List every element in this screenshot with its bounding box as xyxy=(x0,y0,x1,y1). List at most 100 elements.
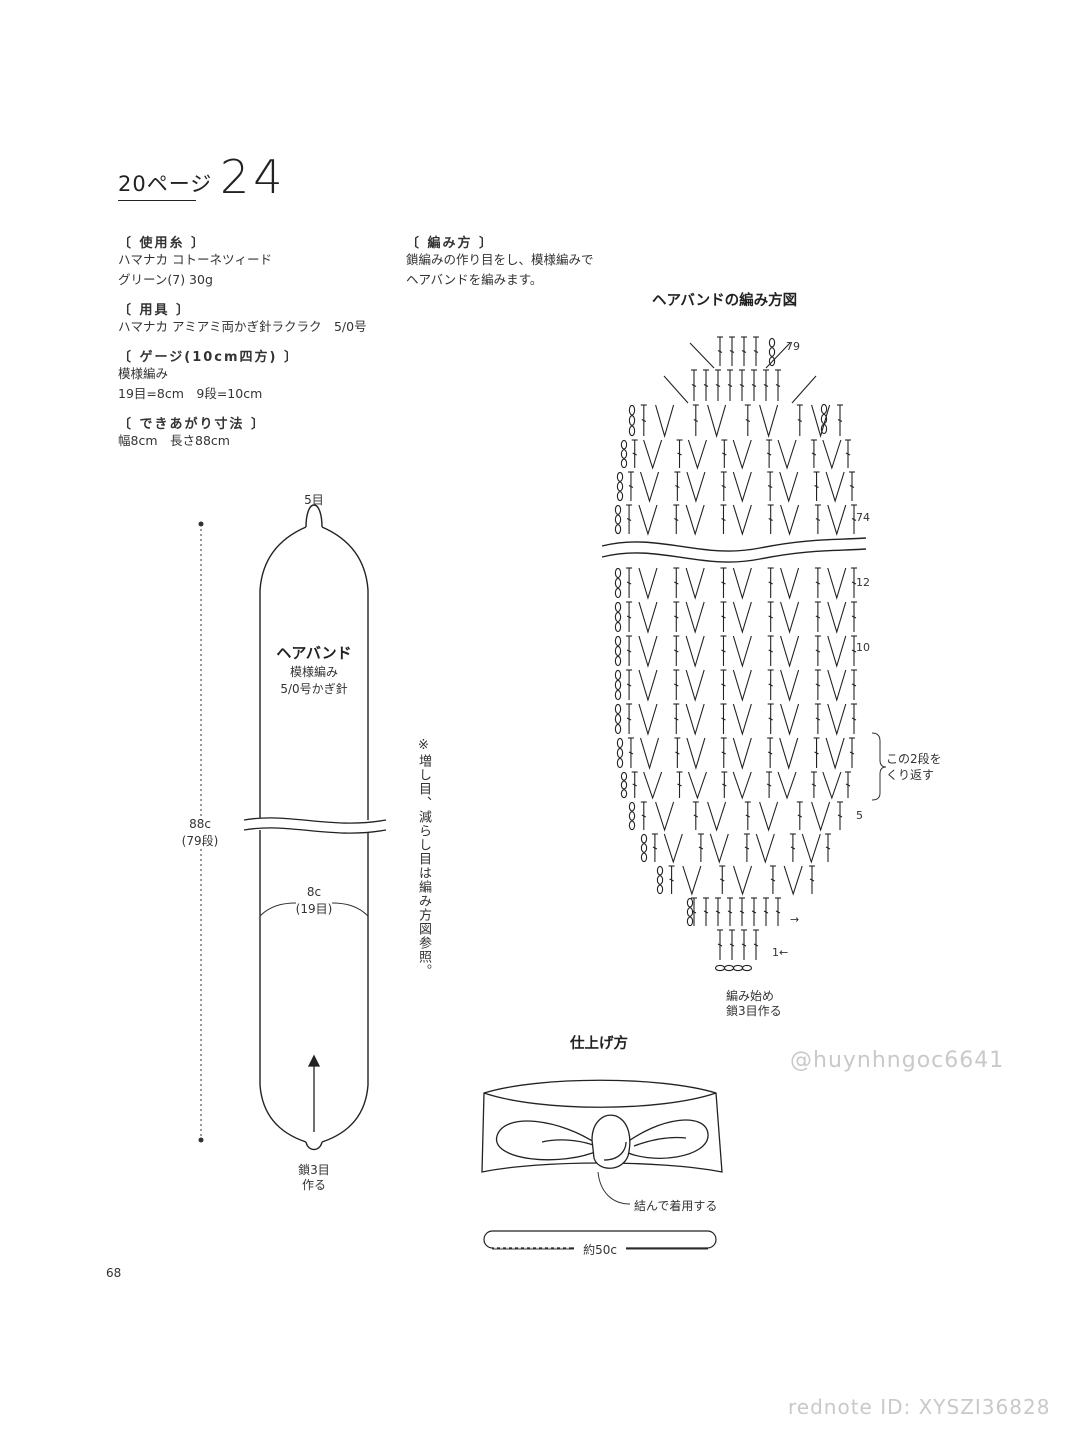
dc-stitch-bar xyxy=(677,783,682,787)
v-stitch xyxy=(685,703,705,736)
dc-stitch-bar xyxy=(845,452,851,456)
page-reference: 20ページ xyxy=(118,172,213,196)
v-stitch xyxy=(707,404,727,438)
dc-stitch-bar xyxy=(815,683,821,687)
flat-length-label: 約50c xyxy=(574,1241,626,1258)
dc-stitch-bar xyxy=(768,683,773,687)
dc-stitch-bar xyxy=(721,485,727,488)
width-stitches: (19目) xyxy=(295,902,333,916)
v-stitch xyxy=(780,703,800,736)
v-stitch xyxy=(780,601,800,634)
chain-stitch xyxy=(620,771,628,781)
dc-stitch-bar xyxy=(766,452,772,456)
foundation-chain xyxy=(732,964,744,972)
dc-stitch-bar xyxy=(727,384,733,387)
v-stitch xyxy=(643,771,663,800)
dc-stitch-bar xyxy=(811,452,817,456)
chain-stitch xyxy=(628,415,636,426)
chain-stitch xyxy=(616,737,624,749)
v-stitch xyxy=(780,504,800,536)
repeat-note-1: この2段を xyxy=(886,752,942,766)
chain-stitch xyxy=(614,655,622,667)
v-stitch xyxy=(638,504,658,536)
v-stitch xyxy=(780,669,800,702)
v-stitch xyxy=(732,601,752,634)
chart-title: ヘアバンドの編み方図 xyxy=(652,293,798,309)
dc-stitch-bar xyxy=(766,783,772,787)
chain-stitch xyxy=(628,811,636,821)
v-stitch xyxy=(643,439,663,470)
yarn-heading: 〔 使用糸 〕 xyxy=(118,236,207,251)
chain-stitch xyxy=(768,337,776,348)
chain-stitch xyxy=(616,491,624,502)
v-stitch xyxy=(732,635,752,668)
dc-stitch-bar xyxy=(775,384,781,387)
v-stitch xyxy=(822,439,842,470)
dc-stitch-bar xyxy=(721,649,726,653)
tie-leader-line xyxy=(597,1171,631,1205)
dimension-dot-top xyxy=(198,521,204,527)
dc-stitch-bar xyxy=(674,615,679,619)
row-label-12: 12 xyxy=(856,576,870,589)
v-stitch xyxy=(639,737,660,770)
dc-stitch-bar xyxy=(721,581,726,585)
chart-start-2: 鎖3目作る xyxy=(726,1004,782,1018)
tools-line-1: ハマナカ アミアミ両かぎ針ラクラク 5/0号 xyxy=(118,319,367,334)
dc-stitch-bar xyxy=(753,943,759,947)
chain-stitch xyxy=(640,852,648,863)
finished-headband-illustration xyxy=(481,1079,723,1173)
gauge-line-1: 模様編み xyxy=(118,366,169,381)
dc-stitch-bar xyxy=(851,683,857,687)
size-heading: 〔 できあがり寸法 〕 xyxy=(118,417,267,432)
v-stitch xyxy=(801,833,821,864)
dc-stitch-bar xyxy=(814,485,819,488)
dc-stitch-bar xyxy=(675,751,680,755)
v-stitch xyxy=(638,703,658,736)
dc-stitch-bar xyxy=(721,717,726,721)
v-stitch xyxy=(732,471,752,503)
v-stitch xyxy=(783,865,803,896)
dc-stitch-bar xyxy=(703,910,709,914)
dc-stitch-bar xyxy=(715,384,721,387)
chain-stitch xyxy=(628,820,636,831)
v-stitch xyxy=(685,669,705,702)
v-stitch xyxy=(685,504,705,536)
chain-stitch xyxy=(628,425,636,437)
tools-heading: 〔 用具 〕 xyxy=(118,303,192,318)
dc-stitch-bar xyxy=(729,350,735,353)
size-line-1: 幅8cm 長さ88cm xyxy=(118,433,230,448)
v-stitch xyxy=(663,833,683,864)
dc-stitch-bar xyxy=(744,846,750,850)
v-stitch xyxy=(732,669,752,702)
v-stitch xyxy=(638,567,658,600)
dc-stitch-bar xyxy=(770,878,776,882)
dc-stitch-bar xyxy=(768,581,773,585)
taper-edge xyxy=(663,375,689,404)
v-stitch xyxy=(687,439,707,470)
finishing-title: 仕上げ方 xyxy=(570,1036,628,1052)
dc-stitch-bar xyxy=(768,649,773,653)
dc-stitch-bar xyxy=(727,910,733,914)
chain-stitch xyxy=(614,587,622,599)
start-row-label: 1← xyxy=(772,946,789,959)
v-stitch xyxy=(687,771,707,800)
schematic-title: ヘアバンド xyxy=(276,644,352,662)
dc-stitch-bar xyxy=(739,384,745,387)
dc-stitch-bar xyxy=(722,783,727,787)
dc-stitch-bar xyxy=(809,878,815,882)
page-number: 68 xyxy=(106,1266,122,1280)
dc-stitch-bar xyxy=(626,518,632,521)
v-stitch xyxy=(777,439,797,470)
dc-stitch-bar xyxy=(652,846,658,850)
v-stitch xyxy=(685,635,705,668)
dc-stitch-bar xyxy=(745,419,751,422)
repeat-note-2: くり返す xyxy=(886,768,935,782)
v-stitch xyxy=(686,471,706,503)
schematic-note: ※増し目、減らし目は編み方図参照。 xyxy=(416,738,431,978)
chart-start-1: 編み始め xyxy=(726,989,775,1003)
length-rows: (79段) xyxy=(160,832,240,849)
chain-stitch xyxy=(820,423,828,435)
v-stitch xyxy=(732,504,752,536)
chain-stitch xyxy=(616,481,624,492)
dc-stitch-bar xyxy=(851,649,857,653)
